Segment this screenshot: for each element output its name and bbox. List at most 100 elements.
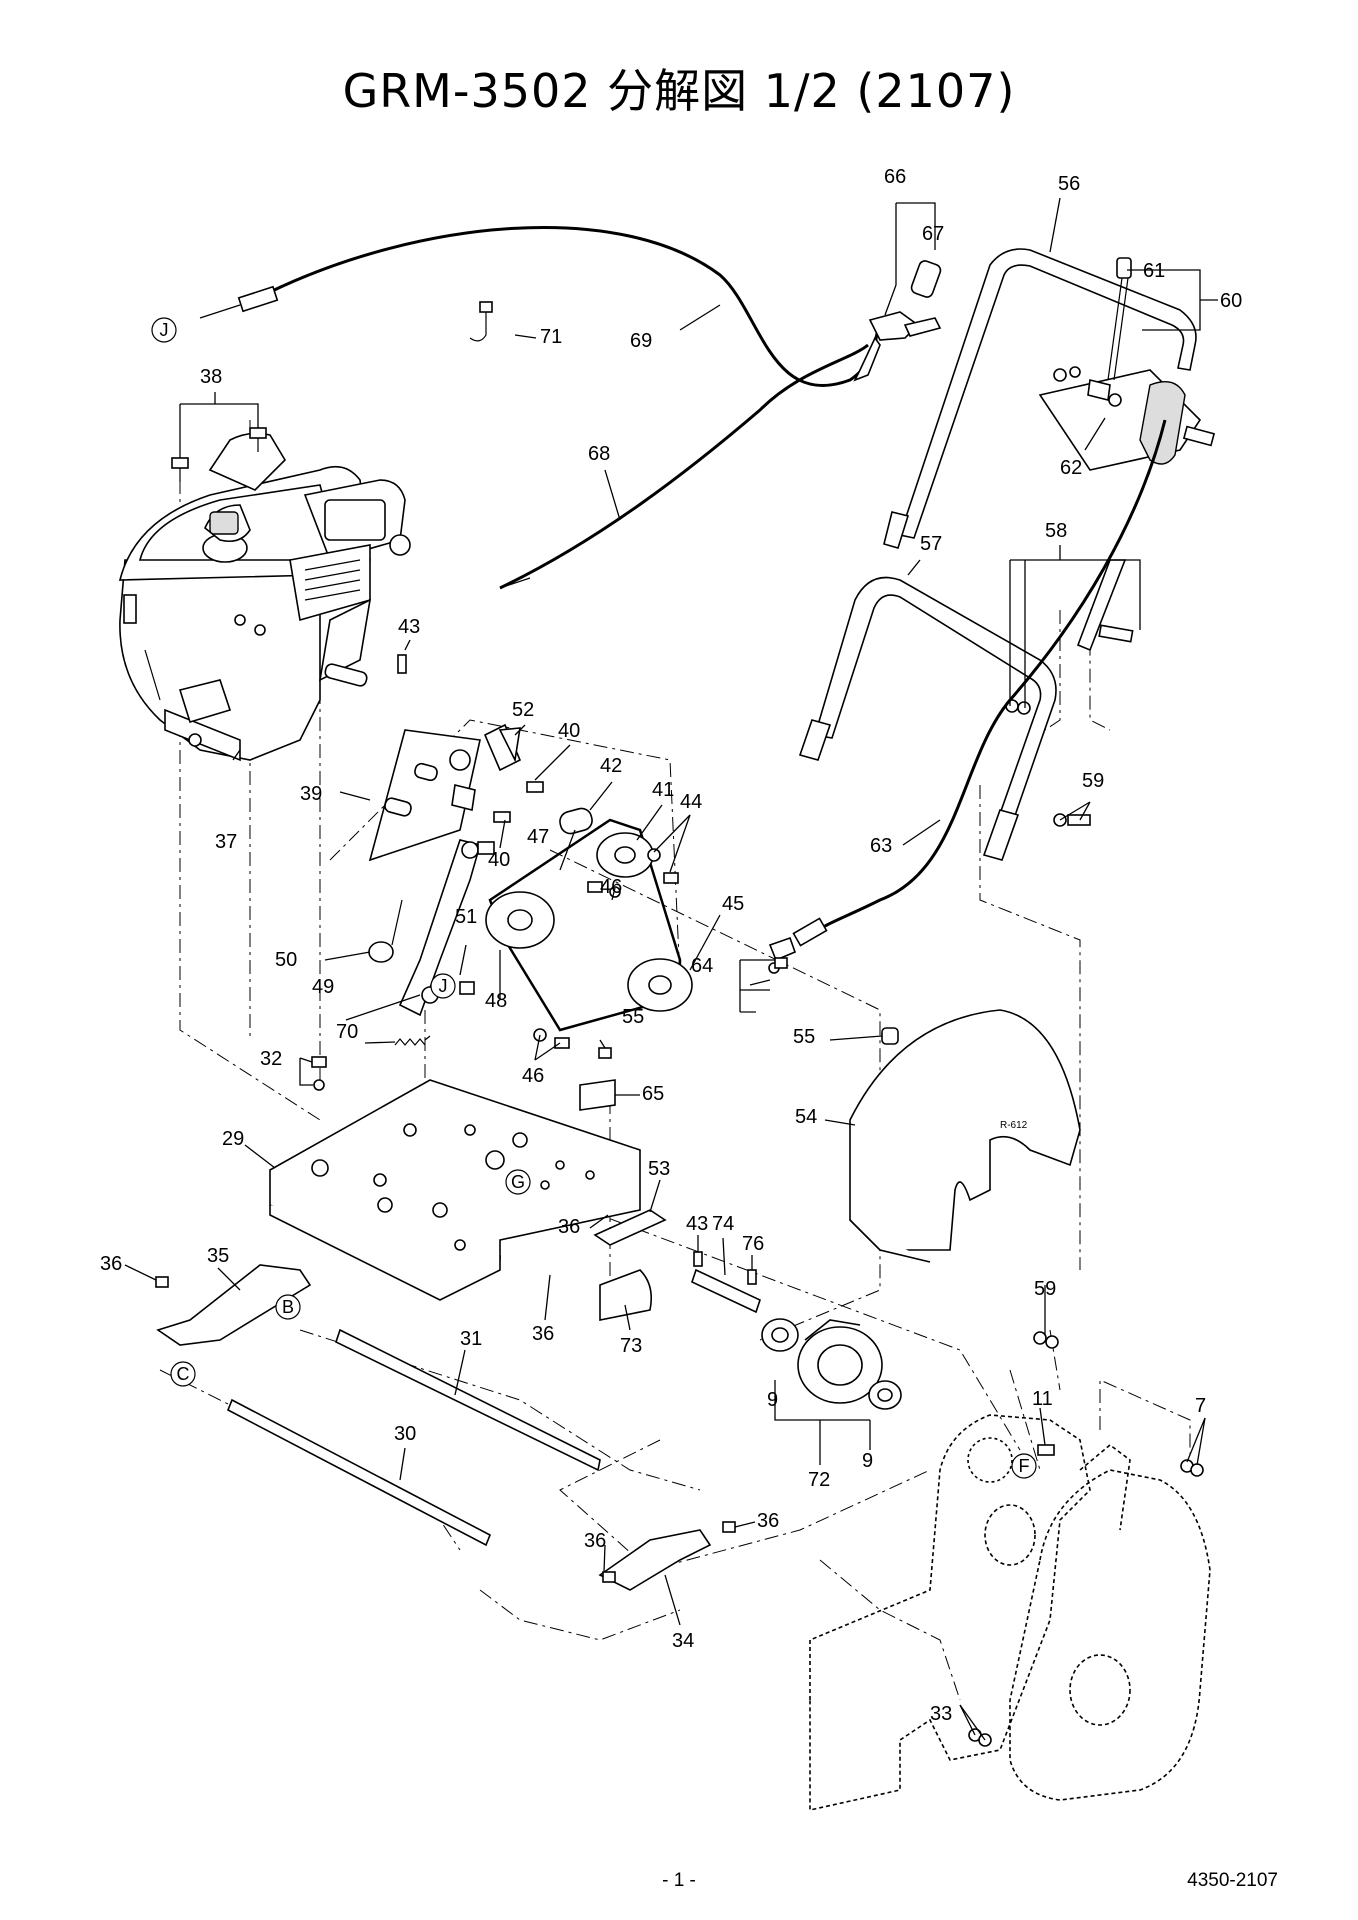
reference-markers: J J G B C F: [151, 317, 1037, 1479]
part-label: 9: [767, 1389, 778, 1411]
part-label: 74: [712, 1213, 734, 1235]
bracket-52: [483, 723, 522, 772]
part-label: 46: [522, 1065, 544, 1087]
idle-cable: [499, 343, 869, 590]
bracket-53: [593, 1209, 667, 1246]
pulley-41: [596, 832, 654, 878]
part-label: 48: [485, 990, 507, 1012]
part-label: 47: [527, 826, 549, 848]
part-label: 9: [862, 1450, 873, 1472]
part-label: 59: [1034, 1278, 1056, 1300]
cable-end-clutch: [749, 917, 828, 986]
part-label: 56: [1058, 173, 1080, 195]
part-label: 51: [455, 906, 477, 928]
part-label: 45: [722, 893, 744, 915]
part-label: 70: [336, 1021, 358, 1043]
part-label: 55: [622, 1006, 644, 1028]
plate-35: [156, 1264, 312, 1346]
part-label: 73: [620, 1335, 642, 1357]
part-label: 57: [920, 533, 942, 555]
document-code: 4350-2107: [1187, 1870, 1278, 1891]
bearing-9-right: [868, 1380, 902, 1410]
part-label: 65: [642, 1083, 664, 1105]
page-number: - 1 -: [662, 1870, 696, 1891]
bracket-73: [599, 1269, 653, 1321]
ref-marker: G: [511, 1172, 525, 1192]
ref-marker: J: [439, 976, 448, 996]
part-label: 46: [600, 876, 622, 898]
hub-72: [797, 1319, 883, 1404]
ref-marker: J: [160, 320, 169, 340]
part-label: 54: [795, 1106, 817, 1128]
part-label: 36: [757, 1510, 779, 1532]
part-label: 35: [207, 1245, 229, 1267]
part-label: 50: [275, 949, 297, 971]
part-label: 67: [922, 223, 944, 245]
part-label: 40: [488, 849, 510, 871]
part-label: 11: [1032, 1388, 1053, 1410]
shaft-74: [691, 1268, 761, 1314]
engine: [118, 432, 411, 762]
part-label: 39: [300, 783, 322, 805]
part-label: 34: [672, 1630, 694, 1652]
bracket-39: [368, 729, 481, 862]
part-label: 36: [558, 1216, 580, 1238]
part-label: 36: [584, 1530, 606, 1552]
part-label: 72: [808, 1469, 830, 1491]
part-label: 76: [742, 1233, 764, 1255]
part-label: 41: [652, 779, 674, 801]
part-label: 43: [686, 1213, 708, 1235]
ref-marker: C: [177, 1364, 190, 1384]
part-label: 64: [691, 955, 713, 977]
part-label: 31: [460, 1328, 482, 1350]
part-label: 38: [200, 366, 222, 388]
cable-end-j: [199, 285, 279, 319]
ref-marker: B: [282, 1297, 294, 1317]
bearing-9-left: [761, 1318, 799, 1352]
part-label: 32: [260, 1048, 282, 1070]
part-labels: 66 67 56 61 60 69 71 38 68 62 57 58 43 5…: [100, 166, 1242, 1725]
upper-handle: [898, 248, 1197, 539]
spring-70: [394, 1035, 431, 1046]
pulley-45: [627, 958, 693, 1012]
part-label: 69: [630, 330, 652, 352]
part-label: 36: [100, 1253, 122, 1275]
part-label: 44: [680, 791, 702, 813]
throttle-cable: [269, 226, 882, 388]
part-label: 66: [884, 166, 906, 188]
part-label: 61: [1143, 260, 1165, 282]
part-label: 53: [648, 1158, 670, 1180]
part-label: 68: [588, 443, 610, 465]
part-label: 63: [870, 835, 892, 857]
part-label: 36: [532, 1323, 554, 1345]
part-label: 59: [1082, 770, 1104, 792]
control-lever-assembly: [1038, 257, 1216, 471]
side-frame: [809, 1414, 1211, 1811]
page-title: GRM-3502 分解図 1/2 (2107): [342, 64, 1016, 118]
bracket-65: [579, 1079, 616, 1111]
belt-cover-54: R-612: [849, 1009, 1081, 1263]
throttle-lever: [853, 260, 942, 382]
leader-lines: [124, 197, 1218, 1741]
part-label: 60: [1220, 290, 1242, 312]
pulley-48: [485, 891, 555, 949]
plate-34: [598, 1529, 712, 1591]
part-label: 33: [930, 1703, 952, 1725]
hook-pin: [469, 301, 493, 342]
part-label: 52: [512, 699, 534, 721]
svg-text:R-612: R-612: [1000, 1120, 1028, 1131]
part-label: 49: [312, 976, 334, 998]
clutch-cable: [813, 419, 1167, 936]
spacer-42: [559, 807, 593, 835]
part-label: 37: [215, 831, 237, 853]
shaft-31: [335, 1328, 601, 1472]
part-label: 71: [540, 326, 562, 348]
deck-plate-29: [269, 1079, 641, 1301]
shaft-30: [226, 1398, 492, 1547]
part-label: 62: [1060, 457, 1082, 479]
part-label: 30: [394, 1423, 416, 1445]
ref-marker: F: [1019, 1456, 1030, 1476]
part-label: 58: [1045, 520, 1067, 542]
part-label: 43: [398, 616, 420, 638]
